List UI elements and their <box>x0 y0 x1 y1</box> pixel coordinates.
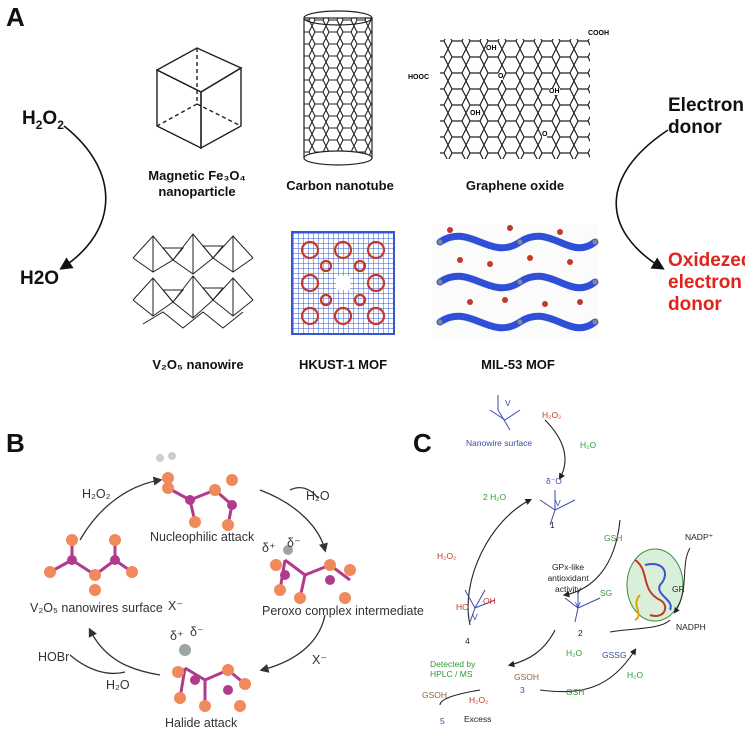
b-x-minus-left: X⁻ <box>168 599 183 613</box>
c-delta-o: δ⁻O <box>546 476 562 486</box>
b-h2o-bottom: H₂O <box>106 678 130 692</box>
c-gssg: GSSG <box>602 650 627 660</box>
panel-b-label: B <box>6 428 25 458</box>
c-num-5: 5 <box>440 716 445 726</box>
c-v-top: V <box>505 398 511 408</box>
c-two-h2o: 2 H₂O <box>483 492 507 502</box>
b-arrow-to-surface <box>88 627 161 676</box>
c-v-2: V <box>575 600 581 610</box>
panel-c-label: C <box>413 428 432 458</box>
b-delta-plus-right: δ⁺ <box>262 541 276 555</box>
b-arrow-to-peroxo <box>259 489 328 553</box>
caption-hkust: HKUST-1 MOF <box>298 357 388 372</box>
c-gsooh: GSOH <box>422 690 448 700</box>
b-hobr: HOBr <box>38 650 70 664</box>
c-num-1: 1 <box>550 520 555 530</box>
b-arrow-h2o2-in <box>79 476 163 541</box>
go-hooc-left: HOOC <box>408 74 429 81</box>
c-nadph: NADPH <box>676 622 706 632</box>
c-h2o-top: H₂O <box>580 440 597 450</box>
go-cooh-top: COOH <box>588 30 609 37</box>
c-gr: GR <box>672 584 685 594</box>
mil53-mof <box>432 224 599 340</box>
left-product-h2o: H2O <box>20 268 60 289</box>
fe3o4-cube <box>155 47 243 150</box>
go-oh-1: OH <box>486 45 497 52</box>
b-halide: Halide attack <box>165 716 238 730</box>
c-nadp: NADP⁺ <box>685 532 714 542</box>
carbon-nanotube <box>303 10 373 166</box>
graphene-oxide <box>440 39 590 159</box>
b-arrow-to-halide <box>259 614 326 673</box>
left-reactant-h2o2: H2O2 <box>22 108 64 132</box>
b-peroxo: Peroxo complex intermediate <box>262 604 424 618</box>
caption-cnt: Carbon nanotube <box>286 178 394 193</box>
left-curved-arrow <box>59 125 107 270</box>
b-delta-minus-right: δ⁻ <box>287 536 301 550</box>
b-molecule-left <box>44 534 138 596</box>
c-h2o-bottom: H₂O <box>627 670 644 680</box>
go-oh-2: OH <box>549 88 560 95</box>
go-oh-3: OH <box>470 110 481 117</box>
c-gsh-top: GSH <box>604 533 623 543</box>
c-gpx-activity: GPx-like antioxidant activity <box>547 562 589 594</box>
caption-mil53: MIL-53 MOF <box>481 357 555 372</box>
caption-fe3o4: Magnetic Fe₃O₄ nanoparticle <box>148 168 246 199</box>
caption-v2o5: V₂O₅ nanowire <box>152 357 244 372</box>
b-arrow-h2o-out <box>289 487 319 499</box>
b-arrow-hobr <box>69 654 126 675</box>
b-molecule-bottom <box>172 644 251 712</box>
c-detected: Detected by HPLC / MS <box>430 659 476 679</box>
c-oh: OH <box>483 596 496 606</box>
hkust-mof <box>291 231 395 335</box>
c-top-structure <box>489 395 521 431</box>
c-ho: HO <box>456 602 469 612</box>
right-curved-arrow <box>615 129 669 270</box>
caption-go: Graphene oxide <box>465 178 565 193</box>
go-o-2: O <box>542 131 548 138</box>
c-h2o2-top: H₂O₂ <box>542 410 562 420</box>
b-surface: V₂O₅ nanowires surface <box>30 601 163 615</box>
c-nanowire-surface: Nanowire surface <box>466 438 533 448</box>
panel-a-label: A <box>6 2 25 32</box>
v2o5-nanowire <box>132 233 254 329</box>
c-num-2: 2 <box>578 628 583 638</box>
right-product: Oxidezed electron donor <box>668 250 745 315</box>
c-mid-structure <box>539 490 576 526</box>
b-h2o2: H₂O₂ <box>82 487 111 501</box>
b-molecule-right <box>270 545 356 604</box>
b-nucleophilic: Nucleophilic attack <box>150 530 255 544</box>
b-delta-plus-bottom: δ⁺ <box>170 629 184 643</box>
c-h2o2-left: H₂O₂ <box>437 551 457 561</box>
c-excess: Excess <box>464 714 492 724</box>
c-h2o2-bottom: H₂O₂ <box>469 695 489 705</box>
c-sg: SG <box>600 588 613 598</box>
c-gsoh-num: 3 <box>520 685 525 695</box>
c-gsoh: GSOH <box>514 672 540 682</box>
b-molecule-top <box>156 452 238 531</box>
c-h2o-mid: H₂O <box>566 648 583 658</box>
b-h2o-top: H₂O <box>306 489 330 503</box>
c-gr-protein <box>626 548 684 622</box>
c-left-structure <box>464 589 496 623</box>
right-reactant: Electron donor <box>668 95 745 138</box>
c-v-1: V <box>555 498 561 508</box>
b-x-minus-right: X⁻ <box>312 653 327 667</box>
go-o-1: O <box>498 73 504 80</box>
b-delta-minus-bottom: δ⁻ <box>190 625 204 639</box>
c-right-structure <box>564 590 601 623</box>
c-num-4: 4 <box>465 636 470 646</box>
c-v-4: V <box>472 612 478 622</box>
c-gsh-bottom: GSH <box>566 687 585 697</box>
